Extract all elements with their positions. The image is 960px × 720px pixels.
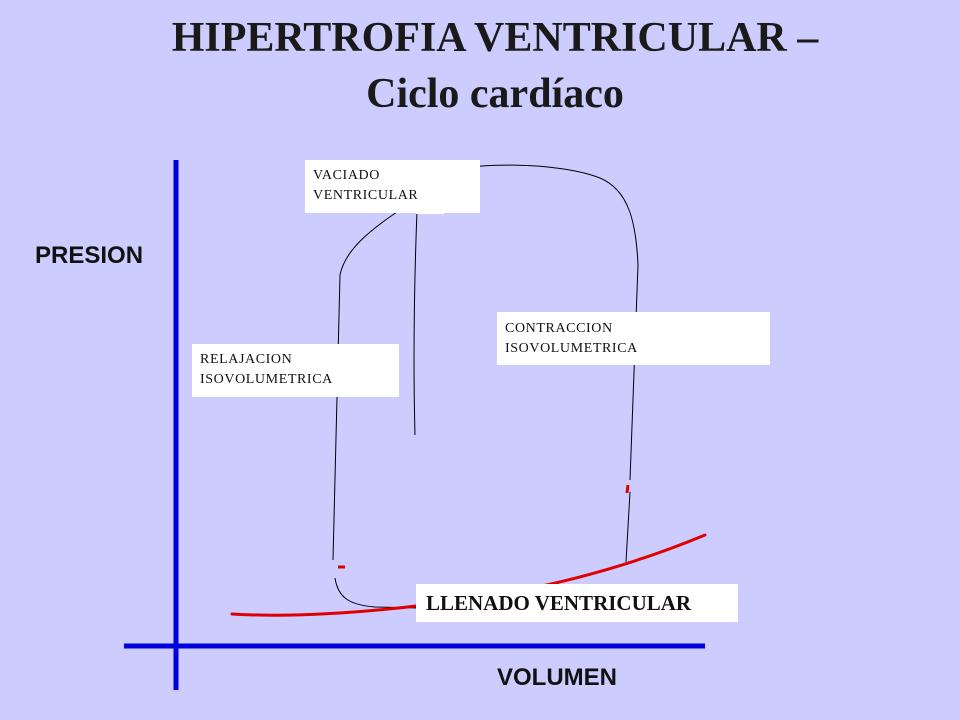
pv-loop-left-wall <box>332 209 401 561</box>
title-line-2: Ciclo cardíaco <box>366 71 624 117</box>
label-llenado-ventricular: LLENADO VENTRICULAR <box>416 584 738 622</box>
vaciado-box-notch <box>416 200 444 214</box>
vaciado-line-1: VACIADO <box>313 168 380 183</box>
y-axis-label: PRESION <box>35 242 144 269</box>
title-line-1: HIPERTROFIA VENTRICULAR – <box>171 15 819 61</box>
vaciado-line-2: VENTRICULAR <box>313 188 419 203</box>
relajacion-line-2: ISOVOLUMETRICA <box>200 372 333 387</box>
red-tick-right <box>625 484 630 494</box>
label-relajacion-isovolumetrica: RELAJACION ISOVOLUMETRICA <box>192 344 399 397</box>
label-vaciado-ventricular: VACIADO VENTRICULAR <box>305 160 480 213</box>
slide-title: HIPERTROFIA VENTRICULAR – Ciclo cardíaco <box>0 10 960 122</box>
relajacion-line-1: RELAJACION <box>200 352 293 367</box>
pv-loop-bottom <box>334 577 421 609</box>
pv-loop-right-wall <box>625 491 631 563</box>
x-axis-label: VOLUMEN <box>497 664 617 691</box>
contraccion-line-2: ISOVOLUMETRICA <box>505 341 638 356</box>
vaciado-inner-line <box>413 209 418 436</box>
contraccion-line-1: CONTRACCION <box>505 321 613 336</box>
label-contraccion-isovolumetrica: CONTRACCION ISOVOLUMETRICA <box>497 312 770 365</box>
